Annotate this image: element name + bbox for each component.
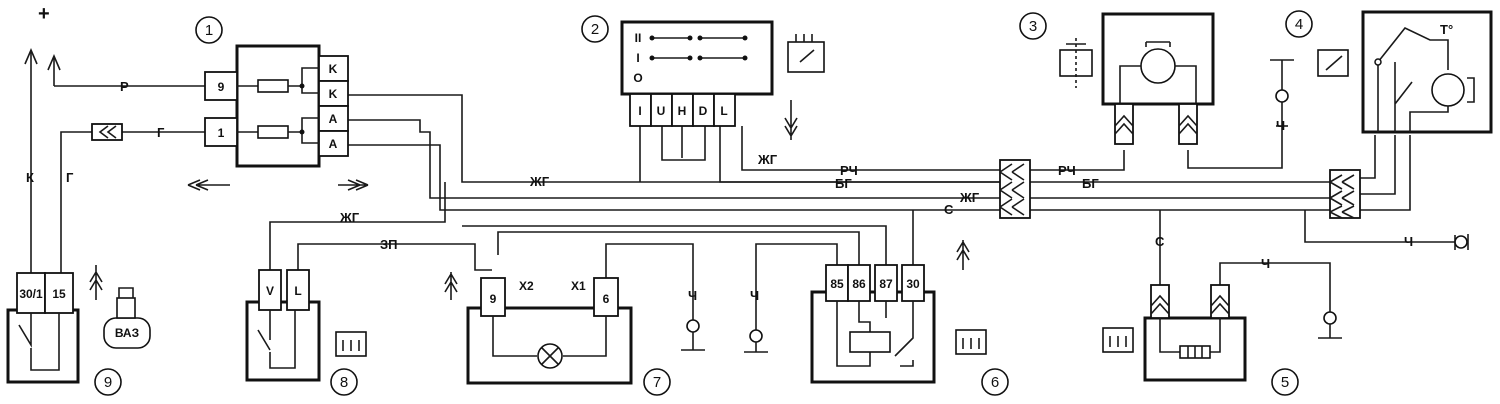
component-number-1: 1 [205, 22, 213, 39]
wiper-switch-2: I U H D L II I O [620, 20, 825, 140]
washer-reservoir-icon [1059, 38, 1093, 88]
wire-label-ch-1: Ч [1276, 118, 1285, 133]
relay-pin-87: 87 [879, 277, 893, 291]
supply-plus: + [38, 3, 50, 25]
switch2-pin-u: U [657, 104, 666, 118]
key-brand-text: ВАЗ [115, 326, 139, 340]
component-numbers: 1 2 3 4 5 6 7 8 9 [94, 10, 1313, 396]
ignition-pin-15: 15 [52, 287, 66, 301]
indicator-lamp-7: 9 6 X2 X1 [444, 272, 633, 385]
lamp-icon [537, 343, 563, 369]
motor-icon [1140, 48, 1176, 84]
wiper-washer-icon [787, 34, 825, 73]
relay-pin-30: 30 [906, 277, 920, 291]
component-number-4: 4 [1295, 16, 1303, 33]
switch2-pin-i: I [638, 104, 641, 118]
key-icon: ВАЗ [103, 287, 151, 349]
fuse-icon [257, 125, 289, 139]
component-number-8: 8 [340, 374, 348, 391]
heater-element-5 [1102, 284, 1247, 382]
wire-label-zp: ЗП [380, 237, 398, 252]
switch2-pin-d: D [699, 104, 708, 118]
switch-mark-ii: II [635, 31, 642, 45]
lamp-pin-9: 9 [490, 292, 497, 306]
connector-x1: X1 [571, 279, 586, 293]
thermal-label: T° [1440, 22, 1453, 37]
wires [24, 47, 1456, 330]
heater-switch-8: V L [245, 269, 367, 382]
block1-pin-k1: K [329, 62, 338, 76]
fuse-block-1: 9 1 K K A A [187, 44, 369, 191]
heated-window-icon [335, 331, 367, 357]
relay-pin-85: 85 [830, 277, 844, 291]
component-number-6: 6 [991, 374, 999, 391]
wire-label-p: Р [120, 79, 129, 94]
wire-label-ch-5: Ч [750, 288, 759, 303]
wire-label-ch-4: Ч [688, 288, 697, 303]
component-number-3: 3 [1029, 18, 1037, 35]
wire-label-zhg-2: ЖГ [339, 210, 360, 225]
block1-pin-a2: A [329, 137, 338, 151]
component-number-2: 2 [591, 21, 599, 38]
switch2-pin-l: L [720, 104, 727, 118]
wire-labels: + Р Г Г К ЖГ ЖГ ЖГ ЖГ РЧ РЧ БГ БГ ЗП С С… [26, 3, 1413, 303]
wire-label-bg-1: БГ [835, 176, 852, 191]
connector-block-center [999, 159, 1031, 219]
fuse-icon [257, 79, 289, 93]
wire-label-k: К [26, 170, 34, 185]
block1-pin-1: 1 [218, 126, 225, 140]
ignition-switch-9: 30/1 15 ВАЗ [6, 265, 151, 384]
component-number-7: 7 [653, 374, 661, 391]
washer-motor-3 [1059, 12, 1215, 145]
switch-mark-i: I [636, 51, 639, 65]
wire-label-s-1: С [944, 202, 954, 217]
connector-x2: X2 [519, 279, 534, 293]
component-number-5: 5 [1281, 374, 1289, 391]
wire-label-s-2: С [1155, 234, 1165, 249]
ground-symbols [681, 59, 1469, 353]
wire-label-g2: Г [157, 125, 165, 140]
relay-coil-icon [849, 331, 891, 353]
connector-block-right [1329, 169, 1361, 219]
relay-6: 85 86 87 30 [810, 240, 987, 384]
wire-label-zhg-1: ЖГ [529, 174, 550, 189]
block1-pin-a1: A [329, 112, 338, 126]
heated-window-icon [1102, 327, 1134, 353]
switch8-pin-l: L [294, 284, 301, 298]
wire-label-rch-2: РЧ [1058, 163, 1076, 178]
wire-label-g1: Г [66, 170, 74, 185]
wire-label-ch-3: Ч [1261, 256, 1270, 271]
block1-pin-9: 9 [218, 80, 225, 94]
wire-label-zhg-4: ЖГ [959, 190, 980, 205]
switch-mark-o: O [633, 71, 642, 85]
wire-label-bg-2: БГ [1082, 176, 1099, 191]
switch8-pin-v: V [266, 284, 274, 298]
wiper-blade-icon [1317, 49, 1349, 77]
relay-pin-86: 86 [852, 277, 866, 291]
wiper-motor-4: T° [1317, 10, 1493, 134]
switch2-pin-h: H [678, 104, 687, 118]
heated-window-icon [955, 329, 987, 355]
wire-label-zhg-3: ЖГ [757, 152, 778, 167]
wire-label-ch-2: Ч [1404, 234, 1413, 249]
lamp-pin-6: 6 [603, 292, 610, 306]
ignition-pin-30-1: 30/1 [19, 287, 43, 301]
motor-icon [1431, 73, 1465, 107]
block1-pin-k2: K [329, 87, 338, 101]
inline-connector [91, 123, 123, 141]
component-number-9: 9 [104, 374, 112, 391]
wire-label-rch-1: РЧ [840, 163, 858, 178]
